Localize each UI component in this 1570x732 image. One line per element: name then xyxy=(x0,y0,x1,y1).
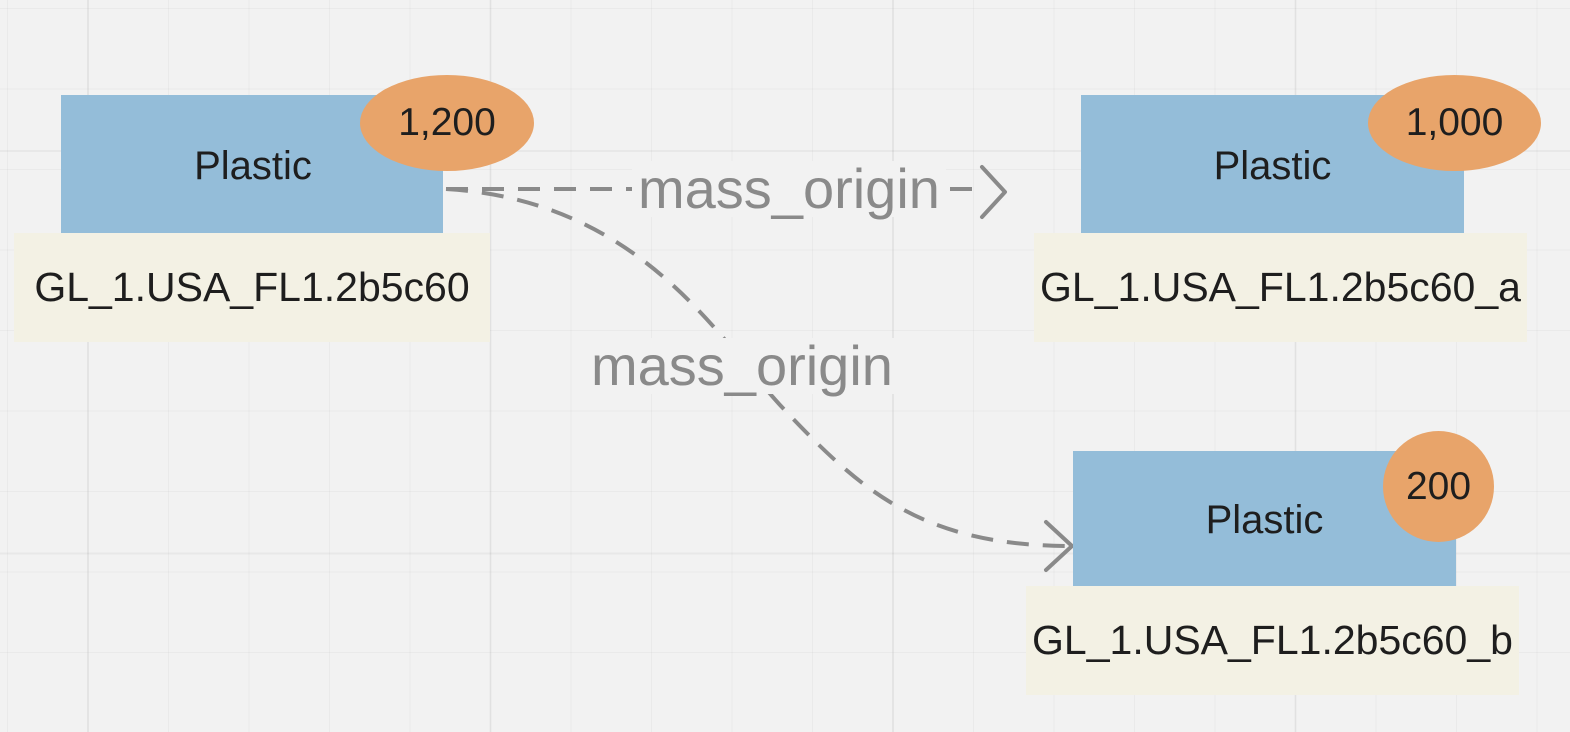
node-material-source: Plastic xyxy=(194,143,312,188)
edge-label-source-to-a[interactable]: mass_origin xyxy=(632,161,946,217)
node-label-target-a[interactable]: GL_1.USA_FL1.2b5c60_a xyxy=(1034,233,1527,342)
node-value-badge-target-b: 200 xyxy=(1383,431,1494,542)
node-value-badge-target-a: 1,000 xyxy=(1368,75,1541,171)
arrowhead-b-icon xyxy=(1044,520,1074,572)
node-label-source[interactable]: GL_1.USA_FL1.2b5c60 xyxy=(14,233,490,342)
node-value-badge-source: 1,200 xyxy=(360,75,534,171)
node-material-target-a: Plastic xyxy=(1213,143,1332,188)
arrowhead-a-icon xyxy=(980,165,1007,219)
edge-label-source-to-b[interactable]: mass_origin xyxy=(585,338,899,394)
node-label-target-b[interactable]: GL_1.USA_FL1.2b5c60_b xyxy=(1026,586,1519,695)
node-material-target-b: Plastic xyxy=(1205,498,1324,542)
